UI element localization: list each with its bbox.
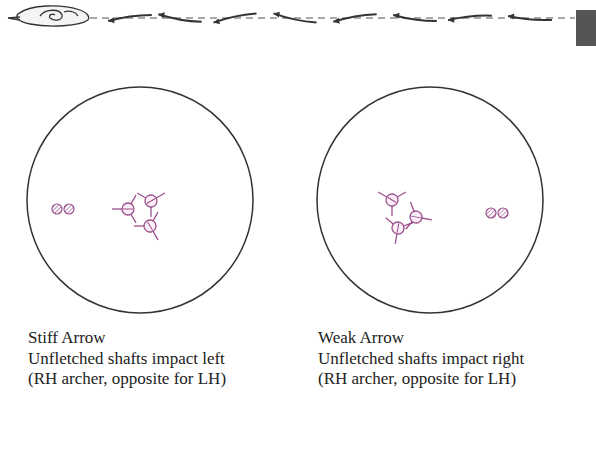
fletched-hit	[112, 195, 136, 223]
caption-heading: Weak Arrow	[318, 328, 404, 348]
arrow-shaft	[448, 13, 492, 24]
caption-heading: Stiff Arrow	[28, 328, 106, 348]
unfletched-hit	[64, 204, 74, 214]
flexing-arrows	[108, 10, 552, 25]
caption-note: Unfletched shafts impact left	[28, 349, 225, 369]
flight-path	[90, 17, 575, 18]
target-face	[317, 87, 543, 313]
arrow-shaft	[333, 11, 377, 25]
fletched-hit	[406, 202, 434, 233]
caption-note: Unfletched shafts impact right	[318, 349, 524, 369]
caption-note: (RH archer, opposite for LH)	[318, 369, 516, 389]
unfletched-hit	[486, 208, 496, 218]
fletched-hit	[382, 218, 413, 246]
fletched-hit	[371, 180, 406, 216]
unfletched-hit	[52, 204, 62, 214]
caption-note: (RH archer, opposite for LH)	[28, 369, 226, 389]
arrow-shaft	[108, 12, 152, 24]
page-tab	[576, 10, 596, 46]
fletched-hit	[137, 181, 172, 217]
arrow-shaft	[213, 10, 257, 25]
arrow-shaft	[508, 13, 552, 23]
fletched-hit	[134, 212, 170, 247]
arrow-shaft	[393, 12, 437, 24]
bow-sight-head	[8, 6, 89, 26]
arrow-shaft	[273, 10, 317, 25]
target-face	[27, 87, 253, 313]
arrow-impacts	[52, 180, 508, 247]
arrow-shaft	[158, 11, 202, 25]
unfletched-hit	[498, 208, 508, 218]
